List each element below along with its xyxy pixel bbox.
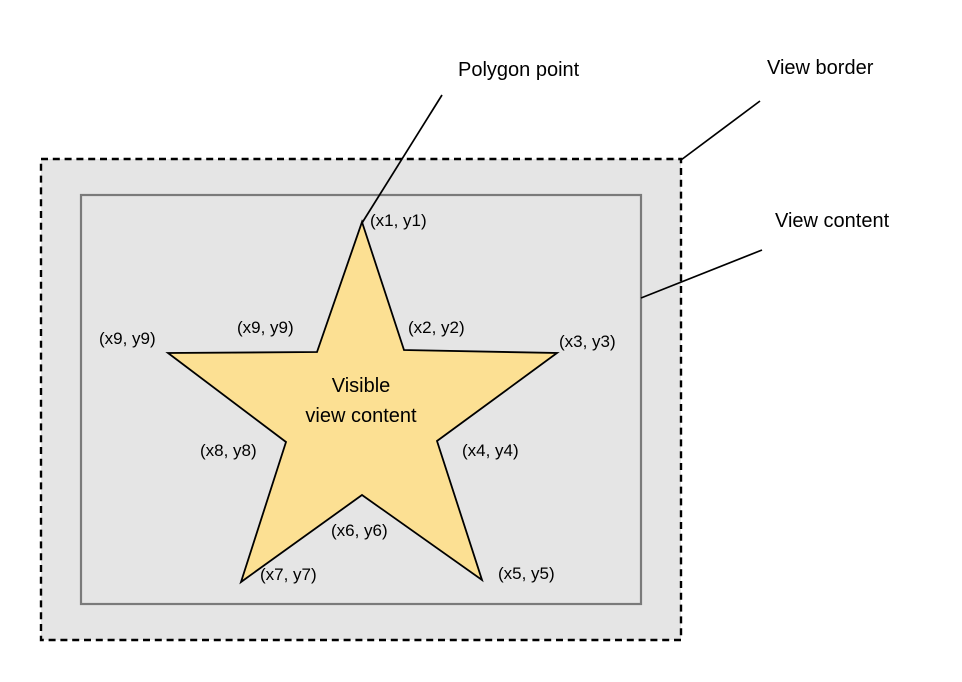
view-border-leader-line bbox=[680, 100, 761, 161]
view-content-leader-line bbox=[640, 249, 763, 299]
star-center-label-line2: view content bbox=[305, 405, 417, 427]
vertex-label-x3y3: (x3, y3) bbox=[559, 332, 616, 351]
vertex-label-x9y9-outer: (x9, y9) bbox=[99, 329, 156, 348]
star-center-label: Visible view content bbox=[266, 371, 456, 431]
vertex-label-x9y9-inner: (x9, y9) bbox=[237, 318, 294, 337]
vertex-label-x7y7: (x7, y7) bbox=[260, 565, 317, 584]
vertex-label-x8y8: (x8, y8) bbox=[200, 441, 257, 460]
polygon-point-leader-line bbox=[361, 94, 443, 224]
vertex-label-x6y6: (x6, y6) bbox=[331, 521, 388, 540]
view-content-callout-label: View content bbox=[775, 210, 890, 232]
polygon-point-callout-label: Polygon point bbox=[458, 59, 580, 81]
star-polygon bbox=[165, 219, 560, 585]
vertex-label-x5y5: (x5, y5) bbox=[498, 564, 555, 583]
vertex-label-x1y1: (x1, y1) bbox=[370, 211, 427, 230]
vertex-label-x2y2: (x2, y2) bbox=[408, 318, 465, 337]
vertex-label-x4y4: (x4, y4) bbox=[462, 441, 519, 460]
star-center-label-line1: Visible bbox=[331, 375, 391, 397]
view-border-callout-label: View border bbox=[767, 57, 874, 79]
